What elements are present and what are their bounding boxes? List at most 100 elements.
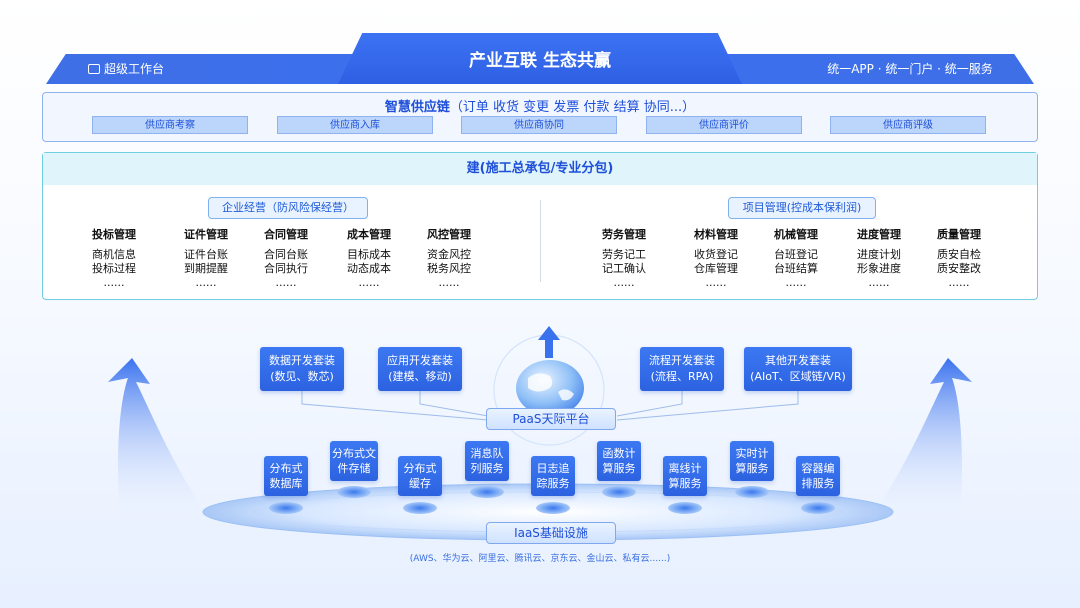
supply-item[interactable]: 供应商协同 — [461, 116, 617, 134]
banner-title: 产业互联 生态共赢 — [469, 51, 611, 71]
enterprise-group-tag[interactable]: 企业经营（防风险保经营） — [208, 197, 368, 219]
service-line: 容器编 — [801, 462, 835, 475]
module-line: 收货登记 — [694, 248, 738, 261]
right-growth-arrow — [870, 358, 972, 520]
supply-chain-name: 智慧供应链 — [384, 100, 450, 115]
module-line: 台班登记 — [774, 248, 818, 261]
service-pedestal — [735, 486, 769, 498]
service-line: 件存储 — [337, 462, 371, 475]
suite-process-dev[interactable]: 流程开发套装 (流程、RPA) — [640, 347, 724, 391]
cloud-providers-note: (AWS、华为云、阿里云、腾讯云、京东云、金山云、私有云......) — [409, 554, 671, 564]
module-line: 到期提醒 — [184, 262, 228, 275]
module-line: ...... — [438, 276, 460, 289]
module-line: 税务风控 — [427, 262, 471, 275]
supply-chain-title: 智慧供应链（订单 收货 变更 发票 付款 结算 协同...） — [42, 96, 1038, 115]
module-title: 材料管理 — [694, 228, 738, 241]
service-line: 消息队 — [470, 447, 504, 460]
module-line: 商机信息 — [92, 248, 136, 261]
paas-platform-label[interactable]: PaaS天际平台 — [486, 408, 616, 430]
suite-line: (数见、数芯) — [270, 370, 334, 383]
super-workbench-label[interactable]: 超级工作台 — [104, 62, 165, 76]
suite-line: (AIoT、区域链/VR) — [750, 370, 846, 383]
suite-line: 数据开发套装 — [269, 354, 335, 367]
service-function-compute[interactable]: 函数计 算服务 — [597, 441, 641, 481]
top-banner-center — [338, 33, 742, 84]
service-line: 离线计 — [668, 462, 702, 475]
supply-item[interactable]: 供应商入库 — [277, 116, 433, 134]
module-line: 合同台账 — [264, 248, 308, 261]
service-line: 缓存 — [409, 477, 431, 490]
module-title: 证件管理 — [184, 228, 228, 241]
service-line: 列服务 — [470, 462, 504, 475]
supply-item[interactable]: 供应商评级 — [830, 116, 986, 134]
service-pedestal — [536, 502, 570, 514]
construction-header: 建(施工总承包/专业分包) — [43, 153, 1037, 185]
service-line: 分布式文 — [332, 447, 376, 460]
globe-up-arrow — [538, 326, 560, 358]
suite-data-dev[interactable]: 数据开发套装 (数见、数芯) — [260, 347, 344, 391]
service-line: 算服务 — [735, 462, 769, 475]
module-bidding[interactable]: 投标管理 商机信息 投标过程 ...... — [74, 226, 154, 290]
service-pedestal — [337, 486, 371, 498]
construction-divider — [540, 200, 541, 282]
suite-line: 应用开发套装 — [387, 354, 453, 367]
module-line: 目标成本 — [347, 248, 391, 261]
unified-services-label: 统一APP · 统一门户 · 统一服务 — [827, 62, 993, 76]
supply-item[interactable]: 供应商评价 — [646, 116, 802, 134]
service-distributed-db[interactable]: 分布式 数据库 — [264, 456, 308, 496]
service-log-tracing[interactable]: 日志追 踪服务 — [531, 456, 575, 496]
service-pedestal — [602, 486, 636, 498]
module-risk[interactable]: 风控管理 资金风控 税务风控 ...... — [409, 226, 489, 290]
service-container-orchestration[interactable]: 容器编 排服务 — [796, 456, 840, 496]
supply-item[interactable]: 供应商考察 — [92, 116, 248, 134]
module-contracts[interactable]: 合同管理 合同台账 合同执行 ...... — [246, 226, 326, 290]
module-quality[interactable]: 质量管理 质安自检 质安整改 ...... — [919, 226, 999, 290]
service-distributed-cache[interactable]: 分布式 缓存 — [398, 456, 442, 496]
service-line: 函数计 — [602, 447, 636, 460]
project-group-tag[interactable]: 项目管理(控成本保利润) — [728, 197, 876, 219]
module-line: ...... — [103, 276, 125, 289]
suite-app-dev[interactable]: 应用开发套装 (建模、移动) — [378, 347, 462, 391]
module-cost[interactable]: 成本管理 目标成本 动态成本 ...... — [329, 226, 409, 290]
service-line: 算服务 — [668, 477, 702, 490]
service-pedestal — [801, 502, 835, 514]
module-line: 动态成本 — [347, 262, 391, 275]
service-realtime-compute[interactable]: 实时计 算服务 — [730, 441, 774, 481]
service-distributed-file-storage[interactable]: 分布式文 件存储 — [330, 441, 378, 481]
globe-icon — [516, 360, 584, 416]
module-title: 进度管理 — [857, 228, 901, 241]
left-growth-arrow — [108, 358, 210, 520]
module-line: 仓库管理 — [694, 262, 738, 275]
module-line: 记工确认 — [602, 262, 646, 275]
workbench-icon — [88, 64, 100, 74]
module-line: 劳务记工 — [602, 248, 646, 261]
module-machinery[interactable]: 机械管理 台班登记 台班结算 ...... — [756, 226, 836, 290]
iaas-platform-label[interactable]: IaaS基础设施 — [486, 522, 616, 544]
module-line: ...... — [785, 276, 807, 289]
suite-line: (建模、移动) — [388, 370, 452, 383]
service-line: 踪服务 — [536, 477, 570, 490]
module-line: 质安整改 — [937, 262, 981, 275]
module-line: ...... — [195, 276, 217, 289]
module-materials[interactable]: 材料管理 收货登记 仓库管理 ...... — [676, 226, 756, 290]
module-labor[interactable]: 劳务管理 劳务记工 记工确认 ...... — [584, 226, 664, 290]
service-message-queue[interactable]: 消息队 列服务 — [465, 441, 509, 481]
module-title: 劳务管理 — [602, 228, 646, 241]
supply-chain-subtitle: （订单 收货 变更 发票 付款 结算 协同...） — [449, 100, 696, 115]
module-line: 投标过程 — [92, 262, 136, 275]
module-line: ...... — [948, 276, 970, 289]
module-certificates[interactable]: 证件管理 证件台账 到期提醒 ...... — [166, 226, 246, 290]
module-line: ...... — [275, 276, 297, 289]
service-line: 日志追 — [536, 462, 570, 475]
module-progress[interactable]: 进度管理 进度计划 形象进度 ...... — [839, 226, 919, 290]
module-line: 质安自检 — [937, 248, 981, 261]
module-line: 资金风控 — [427, 248, 471, 261]
service-offline-compute[interactable]: 离线计 算服务 — [663, 456, 707, 496]
service-pedestal — [668, 502, 702, 514]
suite-other-dev[interactable]: 其他开发套装 (AIoT、区域链/VR) — [744, 347, 852, 391]
service-line: 排服务 — [801, 477, 835, 490]
module-title: 风控管理 — [427, 228, 471, 241]
module-title: 投标管理 — [92, 228, 136, 241]
module-title: 成本管理 — [347, 228, 391, 241]
suite-line: (流程、RPA) — [650, 370, 714, 383]
